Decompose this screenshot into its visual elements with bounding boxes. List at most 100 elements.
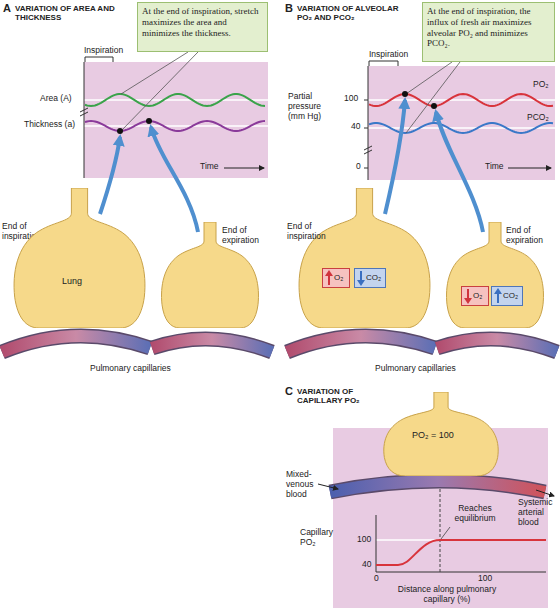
text-label: Distance along pulmonary capillary (%) — [392, 585, 502, 605]
gas-box: O₂ — [322, 268, 350, 288]
callout-text: At the end of inspiration, stretch maxim… — [142, 6, 263, 38]
axis-break — [364, 146, 372, 154]
lung-outline — [384, 392, 498, 476]
capillary-tube — [437, 339, 557, 352]
text-label: VARIATION OF ALVEOLAR PO₂ AND PCO₂ — [297, 4, 415, 22]
arrow-shaft — [360, 271, 362, 281]
text-label: Time — [200, 162, 219, 172]
leader-line — [406, 62, 452, 94]
text-label: VARIATION OF AREA AND THICKNESS — [15, 4, 123, 22]
capillary-outline — [437, 339, 557, 352]
gas-text: O₂ — [334, 273, 343, 282]
callout-box: At the end of inspiration, stretch maxim… — [137, 2, 268, 52]
po2-curve — [369, 94, 553, 106]
area-curve — [85, 94, 265, 106]
time-arrow — [224, 168, 264, 169]
gas-box: CO₂ — [354, 268, 386, 288]
capillary-outline — [2, 336, 150, 352]
capillary-tube — [330, 481, 545, 492]
text-label: A — [3, 2, 11, 15]
text-label: End of inspiration — [287, 222, 347, 242]
callout-text: At the end of inspiration, the influx of… — [427, 6, 550, 49]
gas-box: CO₂ — [491, 286, 523, 306]
lung-shape: PO₂ = 100 — [382, 392, 500, 476]
axis-line — [84, 62, 85, 178]
flow-arrow — [536, 490, 554, 496]
grid-line — [84, 99, 268, 101]
time-arrow — [508, 168, 551, 169]
text-label: PO₂ — [533, 80, 549, 90]
gas-text: O₂ — [473, 291, 482, 300]
arrow-shaft — [467, 289, 469, 299]
grid-line — [368, 127, 555, 129]
text-label: End of expiration — [222, 226, 277, 246]
axis-line — [368, 66, 369, 180]
capillary-tube — [2, 336, 150, 352]
gas-text: CO₂ — [366, 273, 381, 282]
chart-area — [84, 62, 268, 178]
lung-shape — [299, 188, 430, 328]
text-label: 0 — [374, 574, 379, 584]
text-label: B — [285, 2, 293, 15]
equilibrium-marker — [440, 484, 441, 572]
text-label: VARIATION OF CAPILLARY PO₂ — [297, 387, 379, 405]
text-label: End of expiration — [506, 226, 560, 246]
arrow-shaft — [328, 275, 330, 285]
inspiration-bracket — [369, 61, 398, 66]
arrow-head — [494, 288, 502, 294]
text-label: Mixed-venous blood — [286, 470, 331, 499]
text-label: 100 — [344, 94, 358, 104]
inspiration-bracket — [85, 57, 113, 62]
leader-line — [441, 527, 450, 539]
text-label: Inspiration — [369, 50, 408, 60]
axis-line — [376, 572, 546, 573]
point-dot — [431, 103, 437, 109]
lung-outline — [14, 188, 145, 328]
pco2-curve — [369, 123, 553, 133]
arrow-shaft — [497, 293, 499, 303]
capillary-po2-curve — [376, 540, 546, 565]
text-label: C — [285, 385, 293, 398]
capillary-outline — [287, 336, 435, 352]
lung-text: Lung — [62, 276, 82, 286]
gas-box: O₂ — [461, 286, 489, 306]
capillary-outline — [152, 339, 272, 352]
pointer-arrow — [100, 137, 120, 214]
text-label: 40 — [362, 560, 371, 570]
gas-arrow — [357, 270, 365, 286]
gas-arrow — [464, 288, 472, 304]
gas-arrow — [494, 288, 502, 304]
text-label: Systemic arterial blood — [518, 498, 560, 527]
grid-line — [368, 99, 555, 101]
text-label: 40 — [351, 122, 360, 132]
axis-break — [80, 108, 88, 116]
capillary-tube — [152, 339, 272, 352]
text-label: Inspiration — [84, 46, 123, 56]
pointer-arrow — [436, 112, 483, 232]
arrow-head — [464, 298, 472, 304]
text-label: 100 — [478, 574, 492, 584]
flow-arrow — [318, 484, 338, 489]
callout-box: At the end of inspiration, the influx of… — [422, 2, 555, 62]
text-label: 0 — [356, 162, 361, 172]
lung-svg — [12, 188, 147, 328]
leader-line — [406, 62, 460, 133]
gas-arrow — [325, 270, 333, 286]
pointer-arrow — [385, 100, 405, 214]
capillary-outline — [330, 481, 545, 492]
axis-ticks — [364, 100, 368, 168]
arrow-head — [325, 270, 333, 276]
text-label: Reaches equilibrium — [444, 504, 506, 524]
text-label: 100 — [357, 535, 371, 545]
point-dot — [402, 91, 408, 97]
gas-text: CO₂ — [503, 291, 518, 300]
text-label: PCO₂ — [527, 113, 549, 123]
text-label: Partial pressure (mm Hg) — [288, 92, 340, 121]
arrow-head — [357, 280, 365, 286]
text-label: Time — [485, 162, 504, 172]
lung-shape: Lung — [12, 188, 147, 328]
axis-line — [376, 515, 377, 572]
pointer-arrow — [151, 127, 198, 232]
text-label: Pulmonary capillaries — [375, 364, 456, 374]
